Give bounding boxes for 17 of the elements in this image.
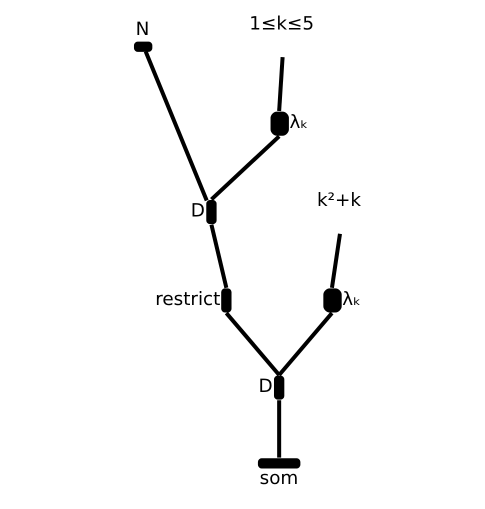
connector — [276, 400, 281, 458]
node-label: restrict — [154, 288, 220, 310]
connector — [329, 234, 342, 288]
connector — [277, 312, 333, 376]
node-label: D — [258, 376, 272, 397]
connector — [276, 56, 284, 112]
node-label: D — [190, 200, 204, 222]
node-label: som — [259, 468, 298, 489]
connector — [208, 224, 228, 288]
connector — [224, 312, 280, 376]
node-label: λₖ — [342, 288, 360, 310]
node-label: N — [135, 19, 149, 40]
node-text: 1≤k≤5 — [248, 13, 314, 34]
connector — [143, 50, 208, 202]
connector — [210, 134, 280, 201]
node-text: k²+k — [316, 190, 361, 212]
node-label: λₖ — [288, 112, 308, 134]
